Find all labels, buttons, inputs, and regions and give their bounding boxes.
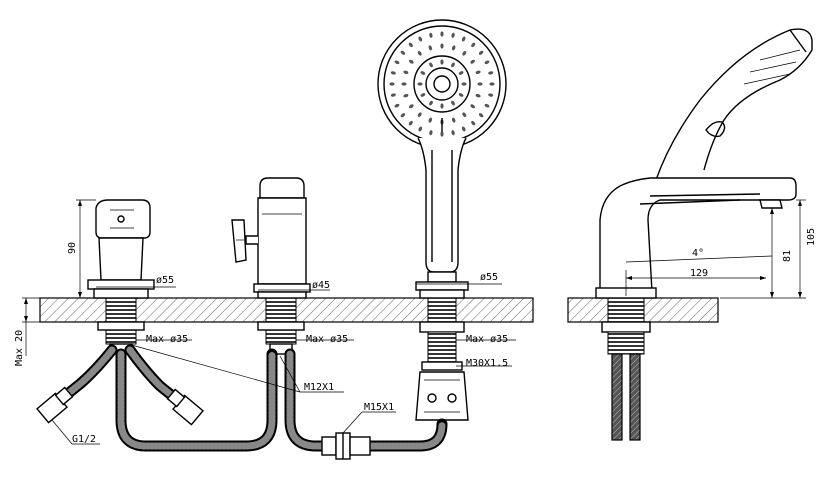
spray-nozzle	[471, 120, 476, 126]
spray-nozzle	[400, 50, 406, 55]
label-m15: M15X1	[364, 402, 394, 413]
spray-nozzle	[429, 130, 433, 136]
spray-nozzle	[458, 93, 464, 97]
spray-nozzle	[428, 45, 433, 51]
label-g12: G1/2	[72, 434, 96, 445]
label-max-20: Max 20	[14, 330, 25, 366]
middle-spout	[231, 177, 311, 355]
spray-nozzle	[408, 42, 413, 48]
spray-nozzle	[451, 117, 456, 123]
label-m12: M12X1	[304, 382, 334, 393]
spray-nozzle	[461, 126, 466, 132]
labels: 90 ø55 Max ø35 ø45 Max ø35 ø55 Max ø35 M…	[14, 228, 817, 445]
spray-nozzle	[440, 43, 444, 49]
left-valve	[87, 199, 155, 355]
spray-nozzle	[451, 100, 455, 106]
m15-coupling	[321, 432, 371, 460]
hand-shower	[377, 19, 507, 421]
label-height-90: 90	[67, 242, 78, 254]
label-max-35-right: Max ø35	[466, 334, 508, 345]
spray-nozzle	[478, 50, 484, 55]
spray-nozzle	[440, 59, 444, 65]
spray-nozzle	[462, 50, 467, 56]
label-dia-55-left: ø55	[156, 275, 174, 286]
spray-nozzle	[389, 82, 395, 86]
hoses	[54, 344, 448, 452]
spray-nozzle	[394, 103, 400, 108]
spray-nozzle	[440, 131, 444, 137]
spray-nozzle	[428, 117, 433, 123]
spray-nozzle	[403, 93, 409, 98]
spray-nozzle	[417, 82, 423, 86]
spray-nozzle	[418, 36, 423, 42]
label-max-35-left: Max ø35	[146, 334, 188, 345]
spray-nozzle	[488, 71, 494, 75]
spray-nozzle	[478, 113, 484, 118]
spray-nozzle	[451, 62, 455, 68]
spray-nozzle	[475, 93, 481, 98]
label-dia-45: ø45	[312, 280, 330, 291]
spray-nozzle	[429, 100, 433, 106]
spray-nozzle	[401, 82, 407, 86]
spray-nozzles	[389, 31, 495, 137]
label-max-35-mid: Max ø35	[306, 334, 348, 345]
spray-nozzle	[408, 104, 414, 109]
spray-nozzle	[408, 59, 414, 64]
spray-nozzle	[429, 62, 433, 68]
spray-nozzle	[451, 45, 456, 51]
inlet-connector-left	[36, 386, 74, 424]
spray-nozzle	[458, 71, 464, 75]
spray-nozzle	[489, 82, 495, 86]
spray-nozzle	[418, 126, 423, 132]
spray-nozzle	[417, 112, 422, 118]
spray-nozzle	[451, 32, 455, 38]
spray-nozzle	[451, 130, 455, 136]
spray-nozzle	[461, 82, 467, 86]
spray-nozzle	[471, 42, 476, 48]
spray-nozzle	[484, 60, 490, 65]
spray-nozzle	[390, 93, 396, 97]
spray-nozzle	[403, 70, 409, 75]
spray-nozzle	[484, 103, 490, 108]
inlet-connector-right	[166, 388, 204, 426]
label-len-129: 129	[690, 268, 708, 279]
spray-nozzle	[394, 60, 400, 65]
label-height-81: 81	[782, 250, 793, 262]
label-height-105: 105	[806, 228, 817, 246]
spray-nozzle	[440, 103, 444, 109]
spray-nozzle	[470, 104, 476, 109]
spray-nozzle	[420, 93, 426, 97]
spray-nozzle	[461, 36, 466, 42]
spray-nozzle	[400, 113, 406, 118]
spray-nozzle	[462, 112, 467, 118]
spray-nozzle	[417, 50, 422, 56]
spray-nozzle	[429, 32, 433, 38]
label-angle-4: 4°	[692, 248, 704, 259]
label-m30: M30X1.5	[466, 358, 508, 369]
spray-nozzle	[408, 120, 413, 126]
spray-nozzle	[477, 82, 483, 86]
spray-nozzle	[475, 70, 481, 75]
side-view	[595, 28, 813, 441]
dimension-lines	[22, 199, 806, 445]
spray-nozzle	[470, 59, 476, 64]
spray-nozzle	[488, 93, 494, 97]
spray-nozzle	[390, 71, 396, 75]
spray-nozzle	[420, 71, 426, 75]
label-dia-55-right: ø55	[480, 272, 498, 283]
spray-nozzle	[440, 31, 444, 37]
